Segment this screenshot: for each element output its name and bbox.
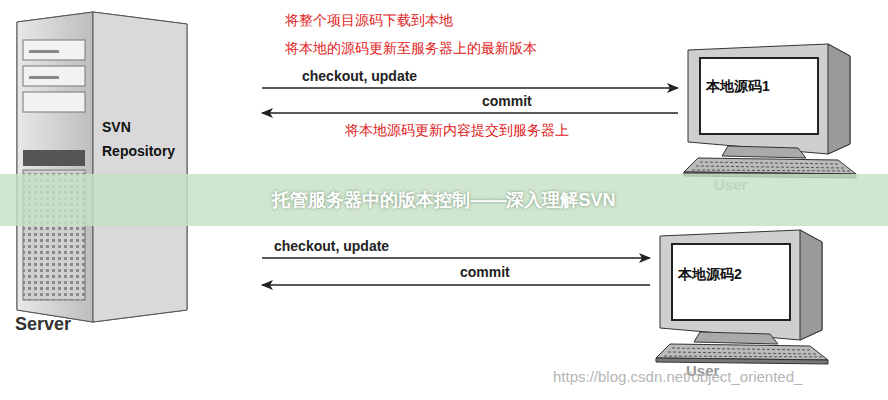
edge-label: checkout, update [272, 238, 391, 254]
computer-illustration [650, 228, 840, 388]
watermark: https://blog.csdn.net/object_oriented_ [553, 368, 802, 385]
screen-label: 本地源码2 [678, 266, 742, 284]
edge-label: commit [480, 93, 534, 109]
title: 托管服务器中的版本控制——深入理解SVN [0, 174, 888, 226]
flow-arrow [262, 87, 678, 89]
server-label: Server [15, 314, 71, 335]
repository-label: SVN Repository [102, 116, 202, 164]
edge-label: checkout, update [300, 68, 419, 84]
flow-arrow [262, 284, 650, 286]
annotation: 将本地源码更新内容提交到服务器上 [345, 122, 569, 140]
edge-label: commit [458, 264, 512, 280]
flow-arrow [262, 257, 650, 259]
annotation: 将整个项目源码下载到本地 [285, 12, 453, 30]
title-band: 托管服务器中的版本控制——深入理解SVN [0, 174, 888, 226]
screen-label: 本地源码1 [706, 78, 770, 96]
annotation: 将本地的源码更新至服务器上的最新版本 [285, 40, 537, 58]
flow-arrow [262, 112, 678, 114]
user-computer-node: 本地源码2User [650, 228, 835, 383]
